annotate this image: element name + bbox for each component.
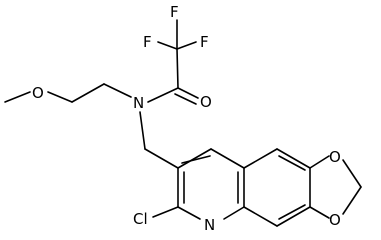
atom-nitrogen-ring: N [204, 216, 215, 234]
atom-chlorine: Cl [133, 210, 148, 228]
atom-oxygen-dioxole-top: O [329, 148, 341, 166]
bond-carbonyl-c-o [177, 87, 199, 99]
bond-n-ch2-benzyl [139, 111, 146, 150]
bond-ch2-ring [144, 148, 179, 169]
bond-benz-2 [276, 148, 311, 169]
dioxole-ring [309, 155, 362, 219]
trifluoromethyl-group [157, 19, 197, 89]
bond-benz-1 [243, 148, 278, 169]
atom-nitrogen-amide: N [133, 94, 144, 112]
bond-ring-2 [210, 148, 245, 169]
bond-cf3-carbonyl [176, 48, 179, 89]
amide-group [147, 87, 199, 105]
bond-ring-3 [223, 206, 245, 220]
bond-dioxole-4 [309, 206, 330, 219]
bond-n-ch2 [103, 83, 132, 98]
bond-carbonyl-c-o-double [174, 93, 197, 105]
bond-benz-4 [276, 206, 311, 227]
bond-ch2-o [47, 91, 73, 103]
benzene-ring [243, 148, 311, 227]
bond-dioxole-2 [342, 159, 362, 188]
bond-dioxole-1 [309, 155, 330, 169]
bond-ch2-ch2 [71, 83, 105, 103]
pyridine-ring [152, 148, 245, 220]
bond-dioxole-3 [342, 186, 362, 215]
bond-c-f-right [176, 41, 197, 50]
atom-fluorine-top: F [170, 3, 179, 21]
atom-fluorine-left: F [143, 33, 152, 51]
atom-oxygen-carbonyl: O [200, 93, 212, 111]
bond-o-ch3 [4, 91, 31, 103]
bond-carbonyl-n [147, 87, 179, 103]
bond-ring-1 [177, 148, 212, 169]
atom-fluorine-right: F [200, 33, 209, 51]
bond-ring-1-double [181, 155, 211, 164]
atom-oxygen-methoxy: O [32, 84, 44, 102]
bond-benz-5 [243, 206, 278, 227]
bond-c-cl [152, 206, 179, 218]
methoxyethyl-chain [4, 83, 132, 103]
bond-ring-4 [177, 206, 201, 220]
atom-oxygen-dioxole-bottom: O [329, 211, 341, 229]
bond-c-f-left [157, 41, 178, 50]
bond-benz-4-double [278, 204, 306, 220]
bond-benz-2-double [278, 155, 306, 171]
